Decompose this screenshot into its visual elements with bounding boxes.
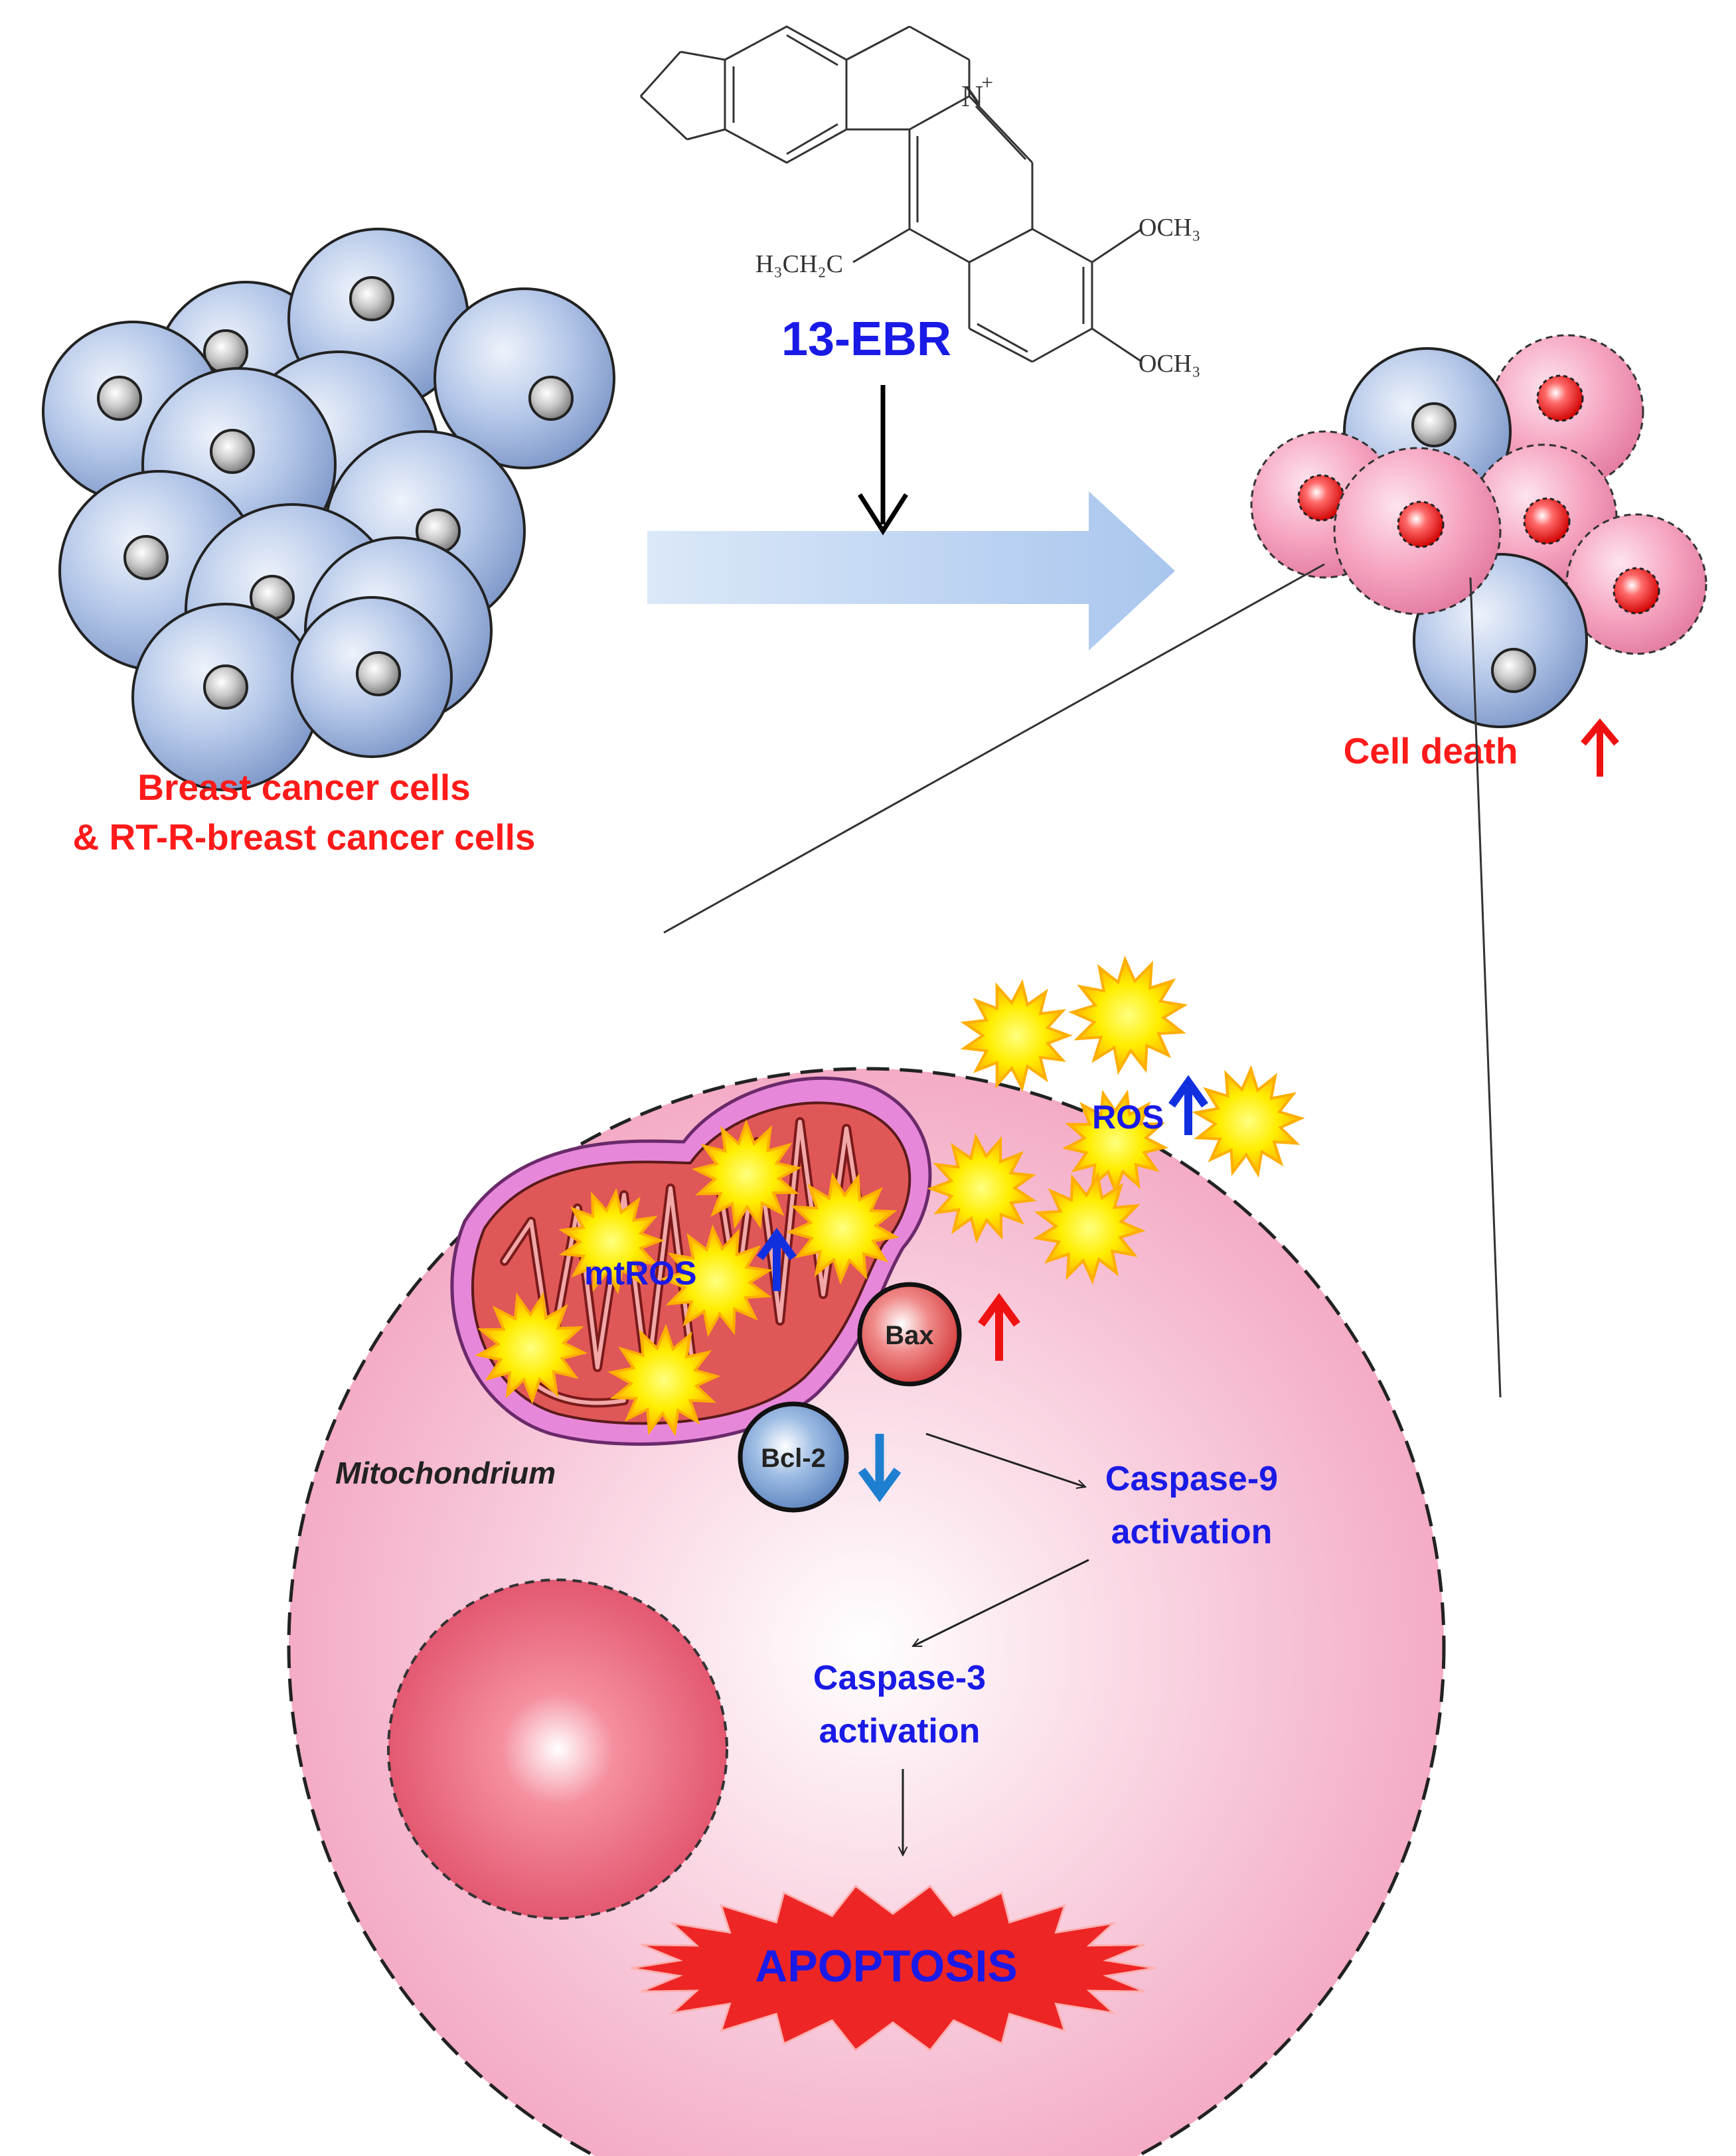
- casp3-label-line1: Caspase-3: [813, 1659, 986, 1697]
- ros-burst-icon: [1192, 1065, 1305, 1178]
- left-cluster-label-line2: & RT-R-breast cancer cells: [73, 816, 536, 858]
- bax-label: Bax: [885, 1321, 933, 1350]
- casp9-to-casp3-arrow: [913, 1559, 1089, 1648]
- ros-label: ROS: [1092, 1099, 1164, 1136]
- healthy-cell: [131, 603, 320, 791]
- ros-burst-icon: [1068, 955, 1188, 1075]
- zoomed-nucleus: [387, 1579, 728, 1920]
- cell-death-label: Cell death: [1344, 730, 1518, 771]
- casp9-label-line1: Caspase-9: [1105, 1460, 1278, 1498]
- apoptosis-label: APOPTOSIS: [755, 1941, 1018, 1991]
- dying-cell-cluster: [1250, 334, 1707, 728]
- ros-burst-icon: [660, 1224, 773, 1338]
- mtros-label: mtROS: [584, 1255, 696, 1292]
- nitrogen-label: N: [961, 79, 983, 113]
- ros-burst-icon: [691, 1119, 802, 1229]
- chemical-labels: N + H₃CH₂C OCH₃ OCH₃: [755, 70, 1201, 378]
- mitochondrium-label: Mitochondrium: [335, 1456, 556, 1490]
- ros-up-arrow: [1168, 1075, 1208, 1135]
- ros-burst-icon: [786, 1172, 900, 1285]
- bcl2-to-casp9-arrow: [925, 1432, 1085, 1487]
- left-cluster-label-line1: Breast cancer cells: [137, 767, 470, 808]
- treatment-arrow: [647, 491, 1175, 651]
- drug-name-label: 13-EBR: [781, 313, 951, 366]
- bcl2-down-arrow: [858, 1434, 902, 1503]
- bax-protein: [857, 1282, 962, 1387]
- ros-burst-icon: [1062, 1089, 1169, 1195]
- bcl2-protein: [738, 1401, 849, 1513]
- positive-charge-label: +: [981, 70, 993, 94]
- dying-cell: [1333, 447, 1502, 615]
- methoxy-top-label: OCH₃: [1139, 214, 1200, 242]
- ros-burst-icon: [558, 1188, 665, 1294]
- ros-bursts: [475, 955, 1305, 1436]
- ros-burst-icon: [960, 978, 1073, 1093]
- healthy-cell-cluster: [42, 228, 615, 791]
- dying-cell: [1565, 513, 1707, 655]
- ethyl-group-label: H₃CH₂C: [755, 250, 843, 278]
- casp9-label-line2: activation: [1111, 1513, 1273, 1551]
- ros-burst-icon: [927, 1132, 1037, 1244]
- methoxy-bottom-label: OCH₃: [1139, 350, 1200, 378]
- apoptosis-burst: [630, 1885, 1156, 2052]
- cell-death-up-arrow: [1581, 718, 1619, 777]
- casp3-label-line2: activation: [819, 1712, 981, 1750]
- chemical-structure-13-ebr: [639, 25, 1143, 363]
- bax-up-arrow: [978, 1292, 1020, 1361]
- mtros-up-arrow: [757, 1227, 797, 1291]
- healthy-cell: [291, 596, 453, 758]
- ros-burst-icon: [1032, 1172, 1146, 1285]
- ros-burst-icon: [607, 1324, 721, 1436]
- ros-burst-icon: [475, 1292, 588, 1405]
- healthy-cell: [434, 287, 615, 469]
- zoom-line-left: [663, 563, 1325, 934]
- drug-down-arrow: [858, 385, 908, 536]
- zoom-line-right: [1469, 577, 1502, 1398]
- bcl2-label: Bcl-2: [761, 1444, 826, 1473]
